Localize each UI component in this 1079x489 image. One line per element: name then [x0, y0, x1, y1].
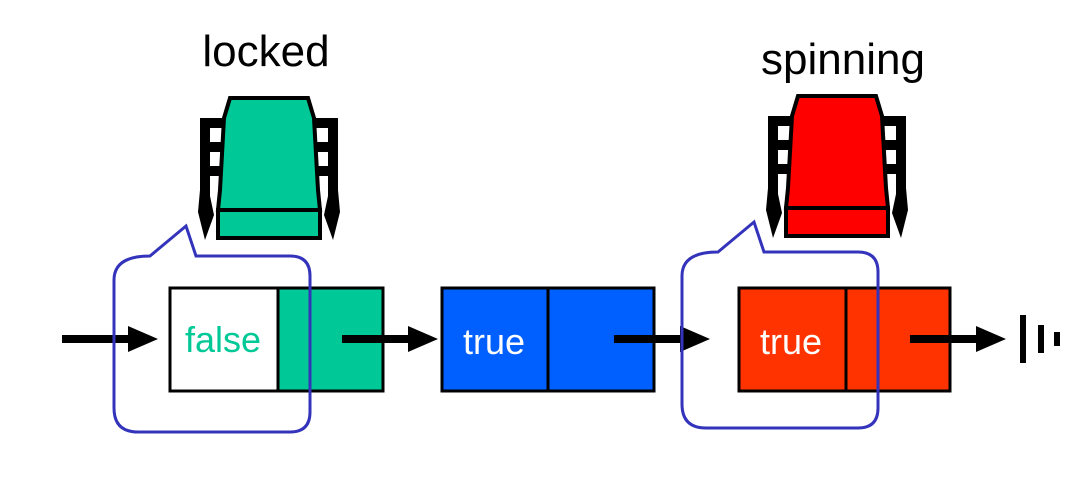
- head-arrow: [62, 326, 158, 352]
- qnode-1-value: false: [185, 319, 261, 360]
- next-arrow-1: [342, 326, 438, 352]
- tail-arrow: [910, 326, 1006, 352]
- locked-thread-icon: [198, 96, 340, 240]
- qnode-3: true: [737, 286, 952, 393]
- next-arrow-2: [614, 326, 710, 352]
- spinning-thread-icon: [766, 94, 908, 238]
- spinning-label: spinning: [761, 35, 925, 84]
- qnode-3-value: true: [760, 321, 822, 362]
- locked-label: locked: [202, 27, 329, 76]
- qnode-1: false: [168, 286, 385, 393]
- null-ground-icon: [1020, 315, 1060, 363]
- locked-pointer-bubble: [112, 223, 312, 434]
- spinning-pointer-bubble: [680, 219, 880, 430]
- qnode-2-value: true: [463, 321, 525, 362]
